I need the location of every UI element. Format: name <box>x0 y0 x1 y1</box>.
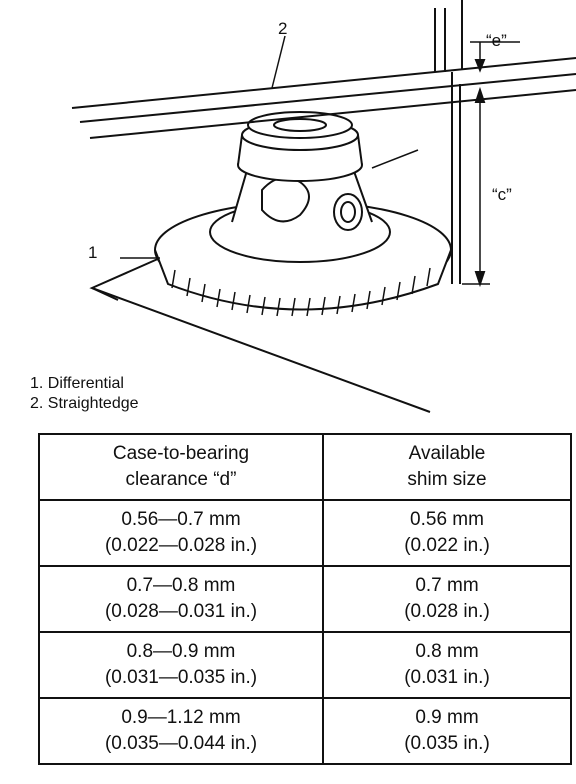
table-row: 0.8—0.9 mm (0.031—0.035 in.) 0.8 mm (0.0… <box>38 631 572 699</box>
shim-cell: 0.7 mm (0.028 in.) <box>322 565 572 633</box>
shim-size-table: Case-to-bearing clearance “d” Available … <box>38 433 572 765</box>
diagram-drawing <box>71 0 576 413</box>
legend-item-straightedge: 2. Straightedge <box>30 395 139 412</box>
callout-1: 1 <box>88 243 98 262</box>
table-row: 0.56—0.7 mm (0.022—0.028 in.) 0.56 mm (0… <box>38 499 572 567</box>
callout-e: “e” <box>486 31 507 50</box>
gear-teeth <box>171 267 431 317</box>
shim-cell: 0.8 mm (0.031 in.) <box>322 631 572 699</box>
clearance-cell: 0.9—1.12 mm (0.035—0.044 in.) <box>38 697 324 765</box>
differential-diagram: 2 “e” “c” 1 <box>71 0 576 413</box>
table-header-row: Case-to-bearing clearance “d” Available … <box>38 433 572 501</box>
clearance-cell: 0.8—0.9 mm (0.031—0.035 in.) <box>38 631 324 699</box>
depth-gauge <box>434 0 463 284</box>
callout-2: 2 <box>278 19 288 38</box>
callout-c: “c” <box>492 185 512 204</box>
clearance-cell: 0.7—0.8 mm (0.028—0.031 in.) <box>38 565 324 633</box>
shim-cell: 0.9 mm (0.035 in.) <box>322 697 572 765</box>
straightedge <box>71 57 576 139</box>
header-shim-size: Available shim size <box>322 433 572 501</box>
legend-item-differential: 1. Differential <box>30 375 124 392</box>
table-row: 0.7—0.8 mm (0.028—0.031 in.) 0.7 mm (0.0… <box>38 565 572 633</box>
shim-cell: 0.56 mm (0.022 in.) <box>322 499 572 567</box>
header-clearance: Case-to-bearing clearance “d” <box>38 433 324 501</box>
clearance-cell: 0.56—0.7 mm (0.022—0.028 in.) <box>38 499 324 567</box>
figure-legend: 1. Differential 2. Straightedge <box>30 374 139 414</box>
table-row: 0.9—1.12 mm (0.035—0.044 in.) 0.9 mm (0.… <box>38 697 572 765</box>
